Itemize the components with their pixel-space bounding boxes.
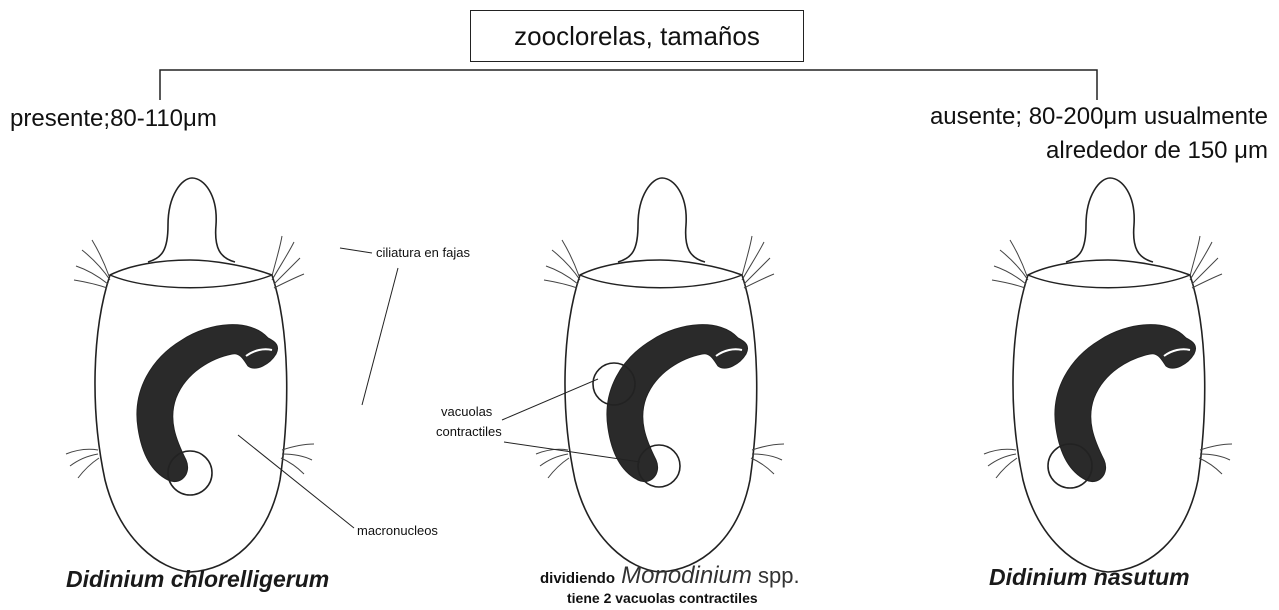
organism-right <box>984 178 1232 572</box>
species-right: Didinium nasutum <box>989 564 1190 591</box>
callout-ciliatura: ciliatura en fajas <box>376 245 470 260</box>
species-middle-suffix: spp. <box>758 563 800 588</box>
organism-left <box>66 178 314 572</box>
species-middle-prefix: dividiendo <box>540 570 615 587</box>
species-middle-genus: Monodinium <box>621 562 752 589</box>
branch-right-label-1: ausente; 80-200μm usualmente <box>930 103 1268 131</box>
species-left: Didinium chlorelligerum <box>66 566 329 593</box>
header-title: zooclorelas, tamaños <box>514 21 760 52</box>
organism-middle <box>536 178 784 572</box>
species-middle-note: tiene 2 vacuolas contractiles <box>567 590 758 606</box>
leader-lines <box>238 248 640 528</box>
bracket-line <box>160 70 1097 100</box>
branch-left-label: presente;80-110μm <box>10 105 217 133</box>
callout-vacuolas-1: vacuolas <box>441 404 492 419</box>
callout-macronucleos: macronucleos <box>357 523 438 538</box>
header-box: zooclorelas, tamaños <box>470 10 804 62</box>
callout-vacuolas-2: contractiles <box>436 424 502 439</box>
branch-right-label-2: alrededor de 150 μm <box>1046 137 1268 165</box>
species-middle: dividiendo Monodinium spp. <box>540 562 800 590</box>
